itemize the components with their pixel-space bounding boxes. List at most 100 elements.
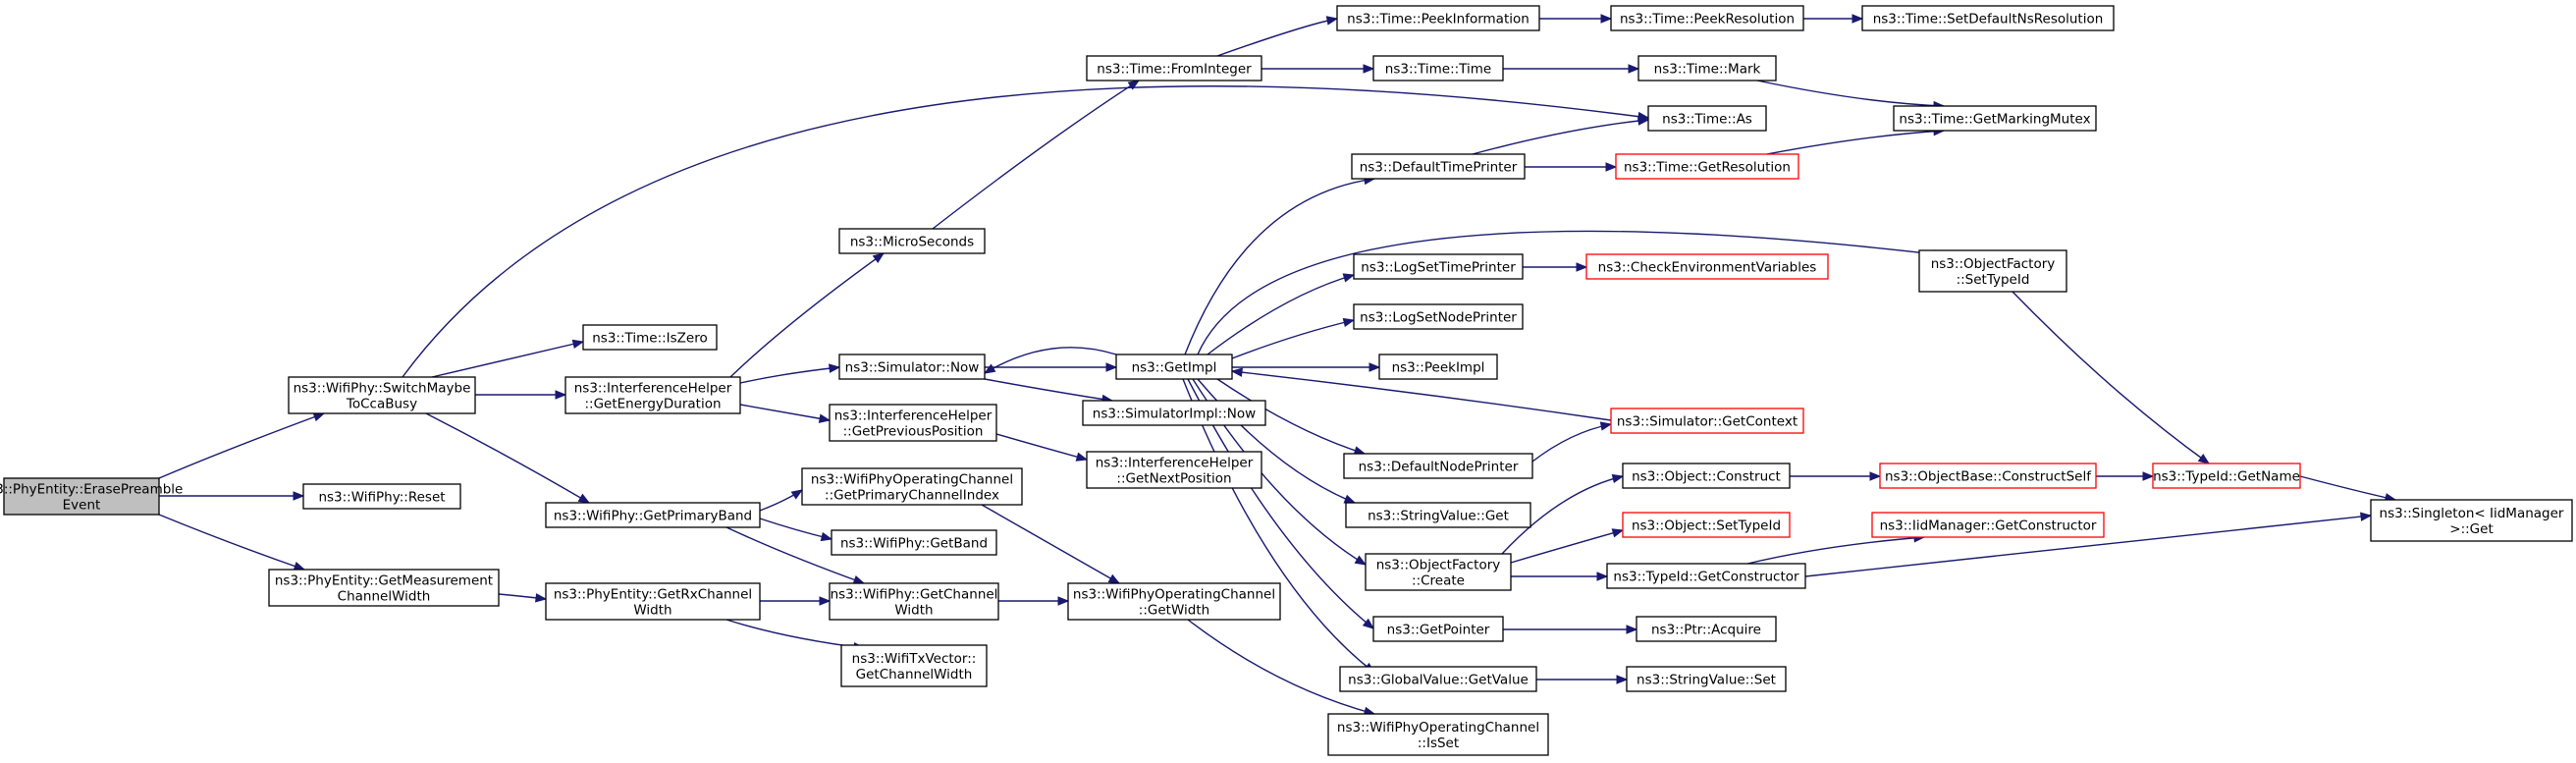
edge-mark-to-markmutex <box>1756 80 1945 107</box>
edge-arrowhead <box>1368 362 1381 372</box>
node-label: Width <box>894 603 933 619</box>
node-checkenv[interactable]: ns3::CheckEnvironmentVariables <box>1585 253 1829 280</box>
node-simnow[interactable]: ns3::Simulator::Now <box>838 354 986 380</box>
node-objbaseself[interactable]: ns3::ObjectBase::ConstructSelf <box>1879 463 2097 489</box>
node-box <box>840 644 988 687</box>
edge-arrowhead <box>2197 454 2211 464</box>
node-box <box>829 404 997 442</box>
node-box <box>801 467 1023 506</box>
edge-arrowhead <box>312 412 326 422</box>
node-iidctor[interactable]: ns3::IidManager::GetConstructor <box>1871 512 2105 538</box>
node-label: ns3::WifiPhyOperatingChannel <box>1073 587 1275 603</box>
node-label: ns3::TypeId::GetConstructor <box>1613 570 1799 585</box>
node-label: ::GetPreviousPosition <box>843 424 984 440</box>
edge-primaryband-to-getband <box>759 518 832 540</box>
edge-arrowhead <box>1576 262 1588 272</box>
edge-arrowhead <box>2142 471 2155 481</box>
node-label: ns3::Ptr::Acquire <box>1651 623 1761 638</box>
node-timeas[interactable]: ns3::Time::As <box>1647 105 1767 132</box>
edge-deftimeprinter-to-timeas <box>1472 119 1649 155</box>
node-label: ns3::InterferenceHelper <box>1096 456 1254 471</box>
node-micro[interactable]: ns3::MicroSeconds <box>838 228 986 254</box>
node-label: ns3::InterferenceHelper <box>574 381 732 397</box>
node-tidgetname[interactable]: ns3::TypeId::GetName <box>2152 463 2301 489</box>
node-simimplnow[interactable]: ns3::SimulatorImpl::Now <box>1082 400 1266 426</box>
node-ofsettypeid[interactable]: ns3::ObjectFactory::SetTypeId <box>1918 249 2067 293</box>
node-markmutex[interactable]: ns3::Time::GetMarkingMutex <box>1893 105 2097 132</box>
node-label: ChannelWidth <box>338 589 431 605</box>
edge-getimpl-to-lognode <box>1231 319 1355 359</box>
function-nodes: ns3::PhyEntity::ErasePreambleEventns3::W… <box>0 5 2573 756</box>
edge-getimpl-to-defnodeprinter <box>1216 378 1366 455</box>
node-label: ns3::Time::Mark <box>1654 62 1761 78</box>
node-strset[interactable]: ns3::StringValue::Set <box>1626 666 1787 692</box>
node-opwidth[interactable]: ns3::WifiPhyOperatingChannel::GetWidth <box>1067 582 1281 621</box>
node-box <box>1343 453 1533 479</box>
node-logtime[interactable]: ns3::LogSetTimePrinter <box>1353 253 1524 280</box>
node-simctx[interactable]: ns3::Simulator::GetContext <box>1610 408 1804 434</box>
node-prevpos[interactable]: ns3::InterferenceHelper::GetPreviousPosi… <box>829 404 997 442</box>
node-getpointer[interactable]: ns3::GetPointer <box>1372 616 1504 642</box>
node-timetime[interactable]: ns3::Time::Time <box>1372 55 1504 82</box>
node-getband[interactable]: ns3::WifiPhy::GetBand <box>831 529 997 556</box>
node-box <box>1353 253 1524 280</box>
edge-objfcreate-to-objsettypeid <box>1510 529 1624 564</box>
edge-arrowhead <box>571 339 585 349</box>
edge-arrowhead <box>1354 555 1368 566</box>
node-objfcreate[interactable]: ns3::ObjectFactory::Create <box>1365 553 1512 591</box>
node-isset[interactable]: ns3::WifiPhyOperatingChannel::IsSet <box>1327 713 1549 756</box>
node-box <box>1610 5 1804 31</box>
node-label: ns3::ObjectBase::ConstructSelf <box>1885 469 2092 485</box>
node-peekinfo[interactable]: ns3::Time::PeekInformation <box>1336 5 1540 31</box>
node-setdefres[interactable]: ns3::Time::SetDefaultNsResolution <box>1861 5 2115 31</box>
node-objsettypeid[interactable]: ns3::Object::SetTypeId <box>1622 512 1791 538</box>
node-getmeas[interactable]: ns3::PhyEntity::GetMeasurementChannelWid… <box>268 569 500 607</box>
edge-arrowhead <box>819 596 832 606</box>
node-strget[interactable]: ns3::StringValue::Get <box>1345 502 1531 528</box>
node-box <box>1067 582 1281 621</box>
node-lognode[interactable]: ns3::LogSetNodePrinter <box>1353 303 1524 330</box>
node-mark[interactable]: ns3::Time::Mark <box>1637 55 1777 82</box>
node-frominteger[interactable]: ns3::Time::FromInteger <box>1086 55 1262 82</box>
edge-arrowhead <box>293 562 306 572</box>
node-nextpos[interactable]: ns3::InterferenceHelper::GetNextPosition <box>1086 451 1262 489</box>
edge-arrowhead <box>1325 16 1339 26</box>
edge-getimpl-to-gvget <box>1182 378 1375 674</box>
node-tidgetctor[interactable]: ns3::TypeId::GetConstructor <box>1606 563 1806 589</box>
node-objconstruct[interactable]: ns3::Object::Construct <box>1622 463 1791 489</box>
node-label: ns3::PhyEntity::GetRxChannel <box>554 587 752 603</box>
node-iszero[interactable]: ns3::Time::IsZero <box>582 324 718 351</box>
node-ptracquire[interactable]: ns3::Ptr::Acquire <box>1636 616 1777 642</box>
node-primaryband[interactable]: ns3::WifiPhy::GetPrimaryBand <box>545 502 761 528</box>
node-defnodeprinter[interactable]: ns3::DefaultNodePrinter <box>1343 453 1533 479</box>
edge-arrowhead <box>1342 273 1356 283</box>
node-chanwidth[interactable]: ns3::WifiPhy::GetChannelWidth <box>829 582 999 621</box>
node-deftimeprinter[interactable]: ns3::DefaultTimePrinter <box>1351 153 1526 180</box>
node-getres[interactable]: ns3::Time::GetResolution <box>1615 153 1799 180</box>
node-peekimpl[interactable]: ns3::PeekImpl <box>1378 354 1498 380</box>
node-energy[interactable]: ns3::InterferenceHelper::GetEnergyDurati… <box>564 376 741 414</box>
edge-switch-to-timeas <box>402 85 1649 378</box>
node-label: ns3::Simulator::Now <box>845 360 980 376</box>
node-peekres[interactable]: ns3::Time::PeekResolution <box>1610 5 1804 31</box>
node-box <box>1339 666 1537 692</box>
node-getimpl[interactable]: ns3::GetImpl <box>1115 354 1233 380</box>
node-singleton[interactable]: ns3::Singleton< IidManager >::Get <box>2370 499 2573 542</box>
edge-arrowhead <box>1363 64 1375 74</box>
node-txvec[interactable]: ns3::WifiTxVector::GetChannelWidth <box>840 644 988 687</box>
edge-getimpl-to-simnow <box>984 347 1117 374</box>
node-label: ns3::MicroSeconds <box>850 235 974 250</box>
node-label: ns3::ObjectFactory <box>1931 256 2056 272</box>
node-primidx[interactable]: ns3::WifiPhyOperatingChannel::GetPrimary… <box>801 467 1023 506</box>
node-gvget[interactable]: ns3::GlobalValue::GetValue <box>1339 666 1537 692</box>
node-box <box>838 228 986 254</box>
node-label: ToCcaBusy <box>346 397 417 412</box>
node-reset[interactable]: ns3::WifiPhy::Reset <box>302 483 461 510</box>
node-label: ns3::IidManager::GetConstructor <box>1880 518 2097 534</box>
node-box <box>1353 303 1524 330</box>
node-label: ns3::WifiPhy::SwitchMaybe <box>294 381 471 397</box>
edge-getimpl-to-deftimeprinter <box>1184 178 1375 355</box>
